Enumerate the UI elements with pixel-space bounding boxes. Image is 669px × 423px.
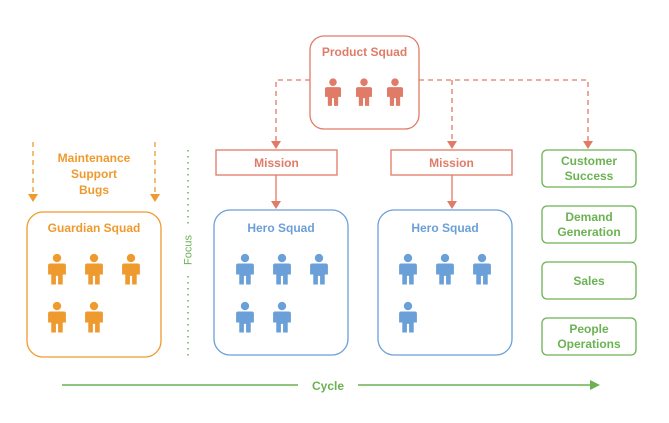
guardian-squad-title: Guardian Squad bbox=[48, 221, 141, 235]
hero-squad-1-members bbox=[236, 253, 328, 333]
arrow-head-icon bbox=[447, 141, 457, 149]
arrow-head-icon bbox=[590, 380, 600, 390]
mission-label-2: Mission bbox=[429, 156, 474, 170]
person-icon bbox=[48, 253, 66, 285]
hero-squad-2-members bbox=[399, 253, 491, 333]
guardian-input-3: Bugs bbox=[79, 183, 109, 197]
person-icon bbox=[399, 253, 417, 285]
product-squad-members bbox=[324, 78, 404, 106]
department-box-customer-success bbox=[541, 149, 637, 188]
person-icon bbox=[436, 253, 454, 285]
person-icon bbox=[355, 78, 373, 106]
person-icon bbox=[399, 301, 417, 333]
cycle-label: Cycle bbox=[312, 379, 344, 393]
person-icon bbox=[386, 78, 404, 106]
department-label: People bbox=[569, 322, 609, 336]
guardian-squad-box bbox=[26, 211, 162, 358]
product-squad-title: Product Squad bbox=[322, 45, 407, 59]
focus-label-bg bbox=[181, 227, 195, 272]
person-icon bbox=[85, 301, 103, 333]
department-label: Generation bbox=[557, 225, 620, 239]
arrow-head-icon bbox=[271, 201, 281, 209]
department-box-sales bbox=[541, 261, 637, 300]
focus-label: Focus bbox=[183, 235, 195, 265]
person-icon bbox=[324, 78, 342, 106]
arrow-head-icon bbox=[583, 141, 593, 149]
hero-squad-title-1: Hero Squad bbox=[247, 221, 314, 235]
person-icon bbox=[273, 253, 291, 285]
person-icon bbox=[273, 301, 291, 333]
mission-label-1: Mission bbox=[254, 156, 299, 170]
arrow-head-icon bbox=[28, 194, 38, 202]
arrow-head-icon bbox=[447, 201, 457, 209]
department-label: Customer bbox=[561, 154, 617, 168]
guardian-input-arrows bbox=[28, 142, 160, 202]
guardian-input-2: Support bbox=[71, 167, 117, 181]
product-squad-box bbox=[309, 35, 420, 130]
guardian-squad-members bbox=[48, 253, 140, 333]
person-icon bbox=[310, 253, 328, 285]
person-icon bbox=[236, 301, 254, 333]
arrow-head-icon bbox=[271, 141, 281, 149]
person-icon bbox=[85, 253, 103, 285]
mission-to-hero-arrows bbox=[271, 175, 457, 209]
department-box-demand-generation bbox=[541, 205, 637, 244]
person-icon bbox=[473, 253, 491, 285]
product-connectors bbox=[275, 79, 589, 143]
person-icon bbox=[48, 301, 66, 333]
product-connector-arrowheads bbox=[271, 141, 593, 149]
person-icon bbox=[236, 253, 254, 285]
department-label: Sales bbox=[573, 274, 605, 288]
department-box-people-operations bbox=[541, 317, 637, 356]
department-label: Success bbox=[565, 169, 614, 183]
person-icon bbox=[122, 253, 140, 285]
department-label: Demand bbox=[565, 210, 612, 224]
hero-squad-box-1 bbox=[213, 209, 349, 356]
department-label: Operations bbox=[557, 337, 621, 351]
hero-squad-box-2 bbox=[377, 209, 513, 356]
arrow-head-icon bbox=[150, 194, 160, 202]
guardian-input-1: Maintenance bbox=[58, 151, 131, 165]
hero-squad-title-2: Hero Squad bbox=[411, 221, 478, 235]
